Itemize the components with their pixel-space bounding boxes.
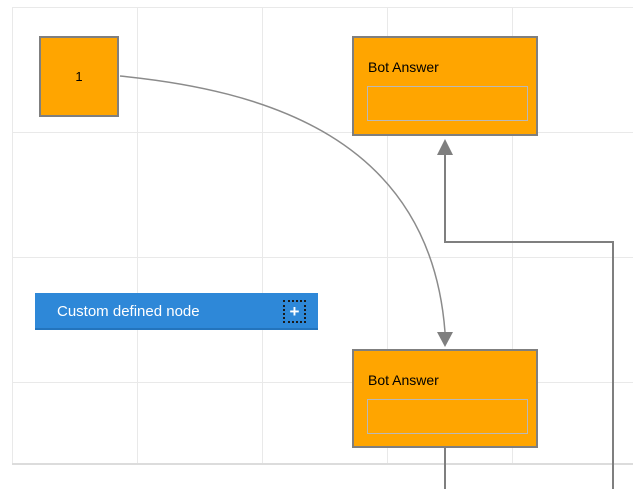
bot-answer-top-title: Bot Answer [368, 59, 439, 75]
add-node-handle[interactable]: + [283, 300, 306, 323]
custom-node-label: Custom defined node [57, 303, 200, 320]
node-custom-defined[interactable]: Custom defined node + [35, 293, 318, 330]
bot-answer-bottom-title: Bot Answer [368, 372, 439, 388]
plus-icon: + [289, 302, 300, 321]
connector-curve[interactable] [119, 75, 446, 333]
node-1[interactable]: 1 [39, 36, 119, 117]
bot-answer-top-input[interactable] [367, 86, 528, 121]
connector-elbow[interactable] [444, 155, 614, 489]
node-bot-answer-bottom[interactable]: Bot Answer [352, 349, 538, 448]
bot-answer-bottom-input[interactable] [367, 399, 528, 434]
arrowhead-up-icon [437, 139, 453, 155]
arrowhead-down-icon [437, 332, 453, 347]
node-bot-answer-top[interactable]: Bot Answer [352, 36, 538, 136]
node-1-label: 1 [75, 69, 83, 84]
